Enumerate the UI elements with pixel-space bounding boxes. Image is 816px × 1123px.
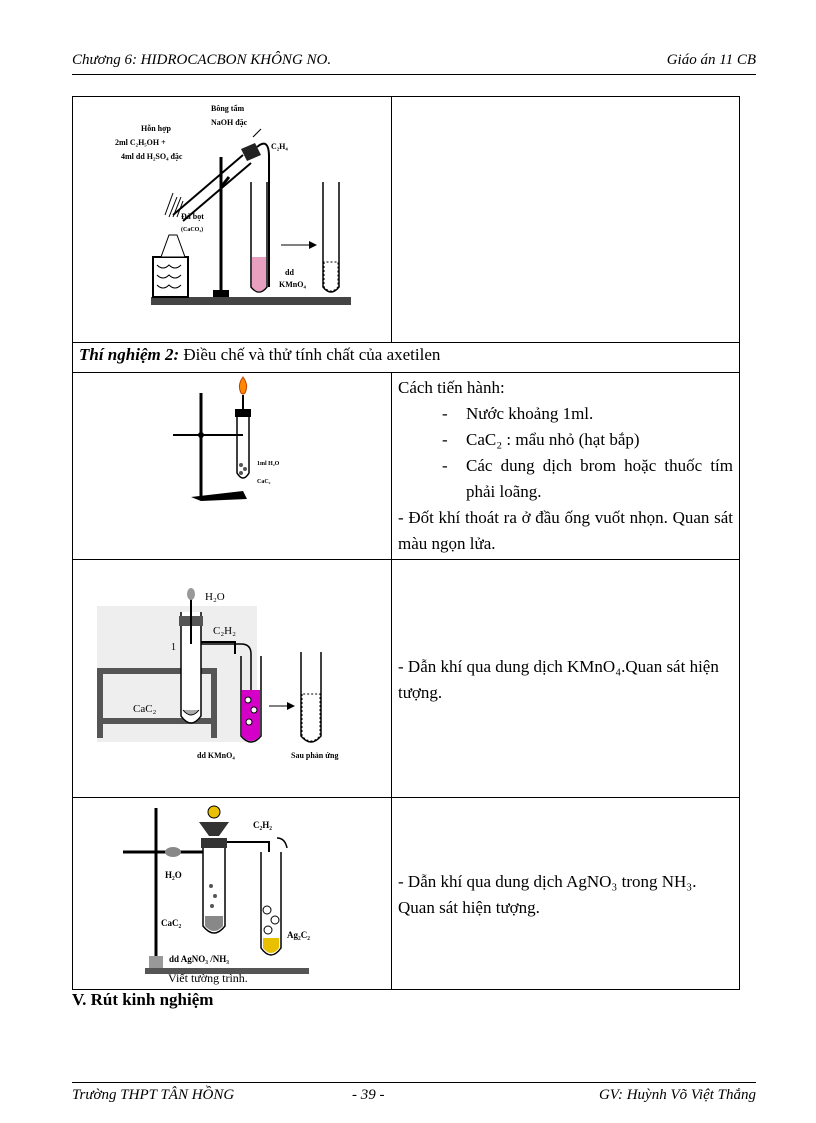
procedure-step: -Các dung dịch brom hoặc thuốc tím phải …	[442, 456, 733, 501]
kmno4-test-text: - Dẫn khí qua dung dịch KMnO₄.Quan sát h…	[398, 656, 719, 702]
experiment1-description	[391, 96, 740, 343]
water-label: H₂O	[165, 870, 182, 880]
acetylene-burn-figure: 1ml H₂O CaC₂	[173, 376, 280, 501]
ethylene-apparatus-cell: Bông tẩm NaOH đặc Hỗn hợp 2ml C₂H₅OH + 4…	[72, 96, 392, 343]
agno3-test-figure: C₂H₂ H₂O CaC₂ dd AgNO₃ /NH₃ Ag₂C₂	[123, 805, 310, 974]
table-row: 1ml H₂O CaC₂ Cách tiến hành: -Nước khoản…	[72, 372, 740, 560]
naoh-label: NaOH đặc	[211, 118, 248, 127]
acetylene-burn-cell: 1ml H₂O CaC₂	[72, 372, 392, 560]
school-name: Trường THPT TÂN HỒNG	[72, 1087, 235, 1103]
c2h4-label: C₂H₄	[271, 142, 288, 151]
cotton-label: Bông tẩm	[211, 104, 244, 113]
table-row: Bông tẩm NaOH đặc Hỗn hợp 2ml C₂H₅OH + 4…	[72, 96, 740, 343]
agno3-test-text: - Dẫn khí qua dung dịch AgNO₃ trong NH₃.…	[398, 871, 697, 917]
solution-label: dd	[285, 268, 294, 277]
water-label: 1ml H₂O	[257, 461, 280, 467]
cac2-label: CaC₂	[133, 703, 157, 715]
experiment2-title: Thí nghiệm 2: Điều chế và thử tính chất …	[72, 342, 740, 373]
table-row: C₂H₂ H₂O CaC₂ dd AgNO₃ /NH₃ Ag₂C₂ - Dẫn …	[72, 797, 740, 990]
page-number: - 39 -	[352, 1087, 385, 1103]
kmno4-test-text-cell: - Dẫn khí qua dung dịch KMnO₄.Quan sát h…	[391, 559, 740, 798]
page-header: Chương 6: HIDROCACBON KHÔNG NO. Giáo án …	[72, 52, 756, 75]
table-row: Thí nghiệm 2: Điều chế và thử tính chất …	[72, 342, 740, 373]
gas-label: C₂H₂	[253, 820, 272, 830]
mixture-label: 2ml C₂H₅OH +	[115, 138, 166, 147]
ethylene-apparatus-figure: Bông tẩm NaOH đặc Hỗn hợp 2ml C₂H₅OH + 4…	[115, 104, 351, 305]
solution-label: KMnO₄	[279, 280, 306, 289]
procedure-text: Cách tiến hành: -Nước khoảng 1ml. -CaC₂ …	[391, 372, 740, 560]
kmno4-test-cell: H₂O C₂H₂ 1 CaC₂ dd KMnO₄ Sau phản ứng	[72, 559, 392, 798]
lesson-plan-label: Giáo án 11 CB	[666, 52, 756, 68]
cac2-label: CaC₂	[161, 918, 181, 928]
experiment-table: Bông tẩm NaOH đặc Hỗn hợp 2ml C₂H₅OH + 4…	[72, 96, 740, 990]
page-footer: Trường THPT TÂN HỒNG - 39 - GV: Huỳnh Võ…	[72, 1082, 756, 1107]
procedure-conclusion: - Đốt khí thoát ra ở đầu ống vuốt nhọn. …	[398, 508, 733, 553]
procedure-step: -Nước khoảng 1ml.	[442, 404, 594, 423]
gas-label: C₂H₂	[213, 625, 236, 637]
agno3-label: dd AgNO₃ /NH₃	[169, 954, 229, 964]
water-label: H₂O	[205, 591, 225, 603]
tube-number: 1	[171, 642, 176, 653]
mixture-label: Hỗn hợp	[141, 124, 172, 133]
experiment2-label: Thí nghiệm 2:	[79, 345, 180, 364]
chips-label: Đá bọt	[181, 212, 204, 221]
agno3-test-cell: C₂H₂ H₂O CaC₂ dd AgNO₃ /NH₃ Ag₂C₂	[72, 797, 392, 990]
experiment2-title-text: Điều chế và thử tính chất của axetilen	[179, 345, 441, 364]
chapter-title: Chương 6: HIDROCACBON KHÔNG NO.	[72, 52, 332, 68]
cac2-label: CaC₂	[257, 479, 271, 485]
mixture-label: 4ml dd H₂SO₄ đặc	[121, 152, 183, 161]
procedure-intro: Cách tiến hành:	[398, 378, 505, 397]
table-row: H₂O C₂H₂ 1 CaC₂ dd KMnO₄ Sau phản ứng - …	[72, 559, 740, 798]
ag2c2-label: Ag₂C₂	[287, 930, 310, 940]
agno3-test-text-cell: - Dẫn khí qua dung dịch AgNO₃ trong NH₃.…	[391, 797, 740, 990]
after-reaction-label: Sau phản ứng	[291, 751, 339, 760]
section-heading: V. Rút kinh nghiệm	[72, 990, 214, 1009]
kmno4-label: dd KMnO₄	[197, 751, 235, 760]
caco3-label: (CaCO₃)	[181, 226, 203, 233]
procedure-step: -CaC₂ : mẩu nhỏ (hạt bắp)	[442, 430, 640, 449]
kmno4-test-figure: H₂O C₂H₂ 1 CaC₂ dd KMnO₄ Sau phản ứng	[97, 588, 339, 760]
teacher-name: GV: Huỳnh Võ Việt Thắng	[598, 1087, 756, 1103]
report-note: Viết tường trình.	[168, 971, 248, 985]
